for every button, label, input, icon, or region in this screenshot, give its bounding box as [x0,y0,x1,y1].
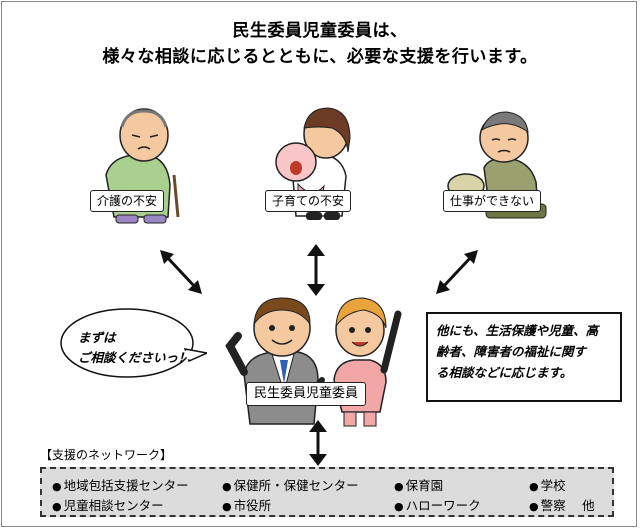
network-item: ●市役所 [222,498,272,513]
arrow-center-vertical [307,244,325,296]
concern-label-childcare: 子育ての不安 [265,190,352,212]
welfare-commissioners-icon [225,297,402,427]
network-item: ●学校 [529,478,566,493]
center-label: 民生委員児童委員 [246,382,367,406]
network-item: ●ハローワーク [394,498,481,513]
speech-line-2: ご相談くださいっ！ [78,350,191,365]
note-line-3: る相談などに応じます。 [436,365,573,380]
network-heading: 【支援のネットワーク】 [40,448,173,462]
note-box: 他にも、生活保護や児童、高 齢者、障害者の福祉に関す る相談などに応じます。 [426,312,622,402]
note-line-1: 他にも、生活保護や児童、高 [436,323,599,338]
arrow-network-vertical [309,420,327,466]
network-item: ●地域包括支援センター [52,478,189,493]
concern-label-work: 仕事ができない [443,190,542,212]
title-line-2: 様々な相談に応じるとともに、必要な支援を行います。 [102,47,538,67]
speech-line-1: まずは [78,330,116,345]
network-item: ●警察 他 [529,498,595,513]
speech-bubble-text: まずは ご相談くださいっ！ [78,328,191,368]
network-item: ●児童相談センター [52,498,164,513]
arrow-left-diagonal [160,250,202,294]
note-line-2: 齢者、障害者の福祉に関す [436,344,587,359]
network-box: ●地域包括支援センター ●保健所・保健センター ●保育園 ●学校 ●児童相談セン… [40,467,614,517]
speech-bubble [60,308,207,378]
concern-label-care: 介護の不安 [90,190,165,212]
network-item: ●保健所・保健センター [222,478,359,493]
arrow-right-diagonal [436,250,478,294]
network-item: ●保育園 [394,478,444,493]
title-line-1: 民生委員児童委員は、 [232,21,408,41]
